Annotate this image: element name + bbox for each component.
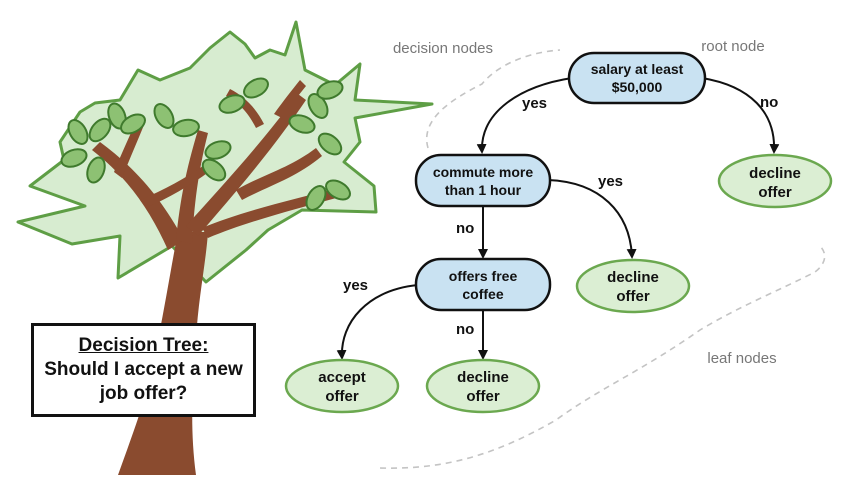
leaf-node-root-no: decline offer (717, 153, 833, 209)
title-question-line2: job offer? (99, 383, 188, 404)
node-label-line1: commute more (433, 164, 534, 180)
edge-label-commute-no: no (456, 220, 474, 237)
node-label-line2: than 1 hour (445, 182, 522, 198)
title-box: Decision Tree: Should I accept a new job… (31, 323, 256, 417)
node-label-line2: offer (325, 388, 358, 405)
node-label-line2: $50,000 (612, 79, 663, 95)
decision-nodes-outline (425, 49, 561, 149)
edge-label-coffee-no: no (456, 321, 474, 338)
node-label-line2: offer (758, 184, 791, 201)
node-label-line1: salary at least (591, 61, 684, 77)
edge-coffee-yes (336, 284, 419, 360)
annotation-leaf-nodes: leaf nodes (707, 350, 776, 367)
leaf-node-commute-yes: decline offer (575, 258, 691, 314)
edge-root-yes (476, 77, 573, 154)
node-label-line2: coffee (462, 286, 503, 302)
node-label-line1: accept (318, 369, 366, 386)
edge-label-root-no: no (760, 94, 778, 111)
edges (336, 77, 780, 360)
edge-root-no (701, 77, 780, 154)
node-label-line1: decline (457, 369, 509, 386)
edge-label-root-yes: yes (522, 95, 547, 112)
node-label-line2: offer (616, 288, 649, 305)
edge-label-commute-yes: yes (598, 173, 623, 190)
title-heading: Decision Tree: (78, 335, 209, 356)
leaf-node-coffee-yes: accept offer (284, 358, 400, 414)
annotation-outlines (379, 49, 826, 469)
edge-commute-yes (547, 179, 637, 259)
decision-node-coffee: offers free coffee (414, 257, 552, 312)
node-label-line1: offers free (449, 268, 518, 284)
title-question-line1: Should I accept a new (44, 359, 243, 380)
node-label-line1: decline (749, 165, 801, 182)
node-label-line1: decline (607, 269, 659, 286)
decision-node-commute: commute more than 1 hour (414, 153, 552, 208)
tree-leaves (60, 77, 351, 211)
leaf-nodes-outline (379, 245, 826, 469)
annotation-root-node: root node (701, 38, 764, 55)
decision-node-root: salary at least $50,000 (567, 51, 707, 105)
edge-label-coffee-yes: yes (343, 277, 368, 294)
annotation-decision-nodes: decision nodes (393, 40, 493, 57)
leaf-node-coffee-no: decline offer (425, 358, 541, 414)
node-label-line2: offer (466, 388, 499, 405)
